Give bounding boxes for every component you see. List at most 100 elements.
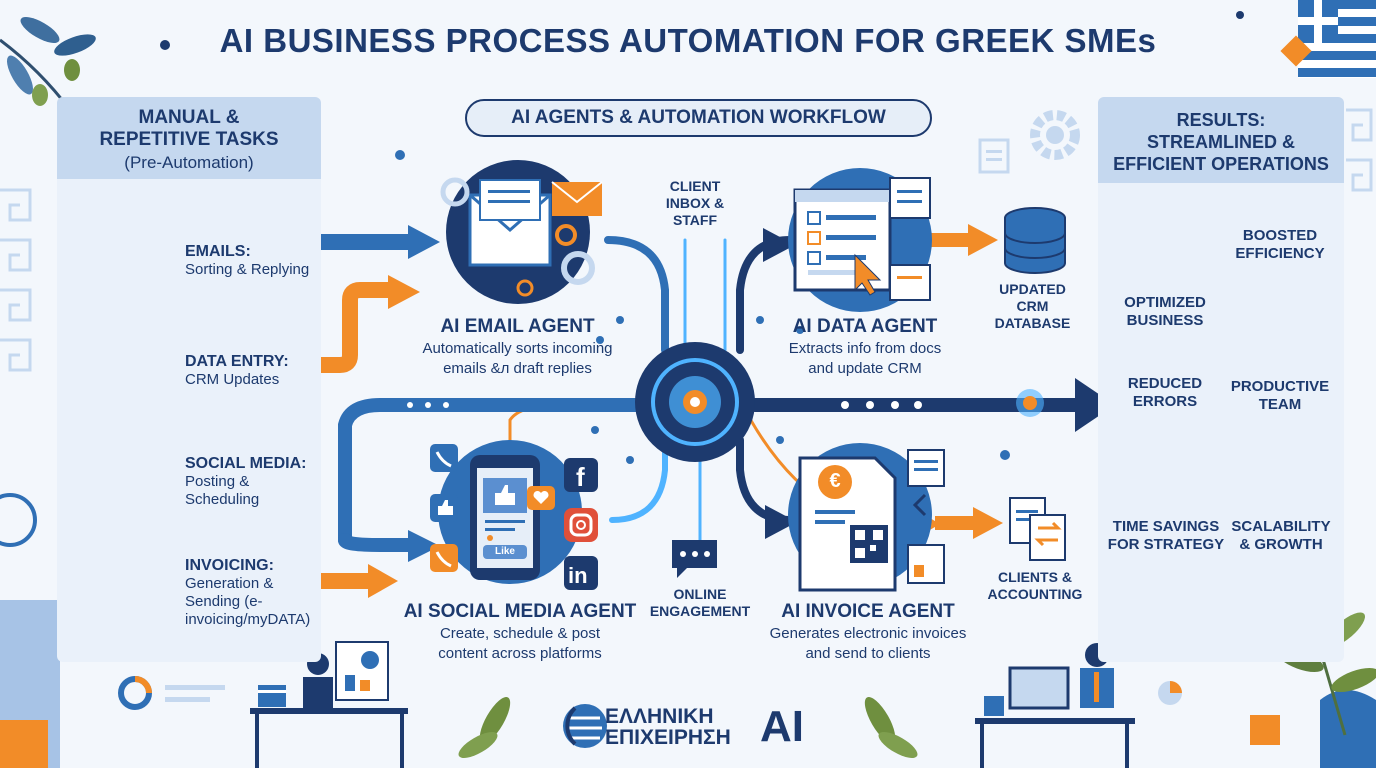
task-desc: Generation & [185, 575, 274, 592]
results-panel [1098, 97, 1344, 662]
result-line: REDUCED [1127, 375, 1203, 392]
task-title: EMAILS: [185, 243, 251, 260]
greek-flag-icon [1298, 0, 1376, 78]
label-line: ONLINE [673, 586, 727, 602]
result-scalability: SCALABILITY & GROWTH [1225, 518, 1337, 554]
main-flow-arrow-icon [1075, 378, 1115, 432]
like-button-label: Like [494, 546, 515, 557]
result-line: EFFICIENCY [1235, 245, 1325, 262]
task-emails: EMAILS: Sorting & Replying [185, 243, 335, 279]
label-line: INBOX & [665, 195, 725, 211]
label-line: ENGAGEMENT [649, 603, 751, 619]
gear-icon [1030, 110, 1080, 160]
agent-name: AI DATA AGENT [792, 316, 938, 337]
data-input-arrow-icon [312, 275, 420, 373]
task-desc: Scheduling [185, 491, 260, 508]
email-input-arrow-icon [312, 225, 440, 259]
logo-ai: AI [760, 702, 804, 751]
logo-text: ΕΛΛΗΝΙΚΗ ΕΠΙΧΕΙΡΗΣΗ [605, 706, 731, 748]
label-line: STAFF [672, 212, 718, 228]
facebook-icon: f [564, 458, 598, 492]
social-media-agent-icon [438, 440, 582, 584]
label-line: CRM [1016, 298, 1049, 314]
euro-symbol: € [829, 470, 841, 492]
task-desc: CRM Updates [185, 371, 280, 388]
call-icon [430, 544, 458, 572]
label-line: CLIENT [669, 178, 721, 194]
agent-desc: content across platforms [438, 645, 602, 662]
label-line: UPDATED [999, 281, 1066, 297]
data-agent-label: AI DATA AGENT Extracts info from docs an… [755, 316, 975, 378]
agent-name: AI INVOICE AGENT [781, 601, 955, 622]
agent-desc: Create, schedule & post [439, 625, 601, 642]
agent-desc: Generates electronic invoices [769, 625, 967, 642]
email-agent-icon [440, 160, 603, 304]
agent-name: AI EMAIL AGENT [440, 316, 595, 337]
client-inbox-label: CLIENT INBOX & STAFF [650, 178, 740, 229]
result-line: ERRORS [1132, 393, 1198, 410]
phone-icon [430, 444, 458, 472]
logo-line: ΕΠΙΧΕΙΡΗΣΗ [605, 726, 731, 749]
agent-desc: and send to clients [805, 645, 931, 662]
pre-automation-header: MANUAL & REPETITIVE TASKS (Pre-Automatio… [57, 97, 321, 179]
document-icon [978, 138, 1010, 174]
online-engagement-label: ONLINE ENGAGEMENT [640, 586, 760, 620]
result-line: PRODUCTIVE [1230, 378, 1330, 395]
result-optimized-business: OPTIMIZED BUSINESS [1110, 294, 1220, 330]
result-time-savings: TIME SAVINGS FOR STRATEGY [1102, 518, 1230, 554]
olive-leaves-icon [458, 697, 918, 758]
workflow-banner: AI AGENTS & AUTOMATION WORKFLOW [465, 99, 932, 137]
invoice-agent-icon [788, 443, 945, 592]
task-data-entry: DATA ENTRY: CRM Updates [185, 353, 335, 389]
agent-desc: Automatically sorts incoming [422, 340, 613, 357]
email-agent-label: AI EMAIL AGENT Automatically sorts incom… [395, 316, 640, 378]
logo-line: ΕΛΛΗΝΙΚΗ [605, 705, 714, 728]
agent-name: AI SOCIAL MEDIA AGENT [403, 601, 637, 622]
person-at-desk-bottom-icon [250, 641, 408, 768]
label-line: CLIENTS & [998, 569, 1072, 585]
database-icon [1004, 207, 1066, 274]
task-desc: Sending (e- [185, 593, 263, 610]
thumbs-up-icon [430, 494, 458, 522]
agent-desc: Extracts info from docs [788, 340, 942, 357]
label-line: ACCOUNTING [987, 586, 1083, 602]
task-social-media: SOCIAL MEDIA: Posting & Scheduling [185, 455, 335, 509]
task-invoicing: INVOICING: Generation & Sending (e- invo… [185, 557, 335, 629]
task-desc: Sorting & Replying [185, 261, 310, 278]
task-desc: invoicing/myDATA) [185, 611, 311, 628]
chat-bubble-icon [672, 540, 717, 578]
result-line: SCALABILITY [1231, 518, 1331, 535]
invoice-output-arrow-icon [765, 505, 797, 539]
task-desc: Posting & [185, 473, 250, 490]
pie-chart-icon [118, 676, 225, 710]
crm-database-label: UPDATED CRM DATABASE [985, 281, 1080, 332]
task-title: SOCIAL MEDIA: [185, 455, 307, 472]
email-output-arrow-icon [763, 228, 795, 262]
pre-automation-panel [57, 97, 321, 662]
instagram-icon [564, 508, 598, 542]
task-title: INVOICING: [185, 557, 274, 574]
page-title: AI BUSINESS PROCESS AUTOMATION FOR GREEK… [219, 22, 1157, 59]
invoice-input-arrow-icon [312, 564, 398, 598]
result-line: TIME SAVINGS [1112, 518, 1220, 535]
result-boosted-efficiency: BOOSTED EFFICIENCY [1225, 227, 1335, 263]
svg-text:in: in [568, 563, 588, 588]
agent-desc: emails &л draft replies [443, 360, 592, 377]
logo-globe-icon [563, 704, 607, 748]
result-line: FOR STRATEGY [1107, 536, 1225, 553]
result-line: BOOSTED [1242, 227, 1318, 244]
results-header: RESULTS: STREAMLINED & EFFICIENT OPERATI… [1098, 97, 1344, 183]
result-line: OPTIMIZED [1124, 294, 1206, 311]
pre-automation-heading-line2: REPETITIVE TASKS [99, 129, 279, 150]
label-line: DATABASE [994, 315, 1071, 331]
pre-automation-heading-line1: MANUAL & [138, 107, 240, 128]
ai-hub-icon [635, 342, 755, 462]
result-productive-team: PRODUCTIVE TEAM [1225, 378, 1335, 414]
result-line: TEAM [1258, 396, 1302, 413]
clients-accounting-icon [1009, 497, 1066, 561]
clients-accounting-label: CLIENTS & ACCOUNTING [975, 569, 1095, 603]
invoice-agent-label: AI INVOICE AGENT Generates electronic in… [748, 601, 988, 663]
svg-text:f: f [576, 462, 585, 492]
result-reduced-errors: REDUCED ERRORS [1110, 375, 1220, 411]
agent-desc: and update CRM [808, 360, 922, 377]
